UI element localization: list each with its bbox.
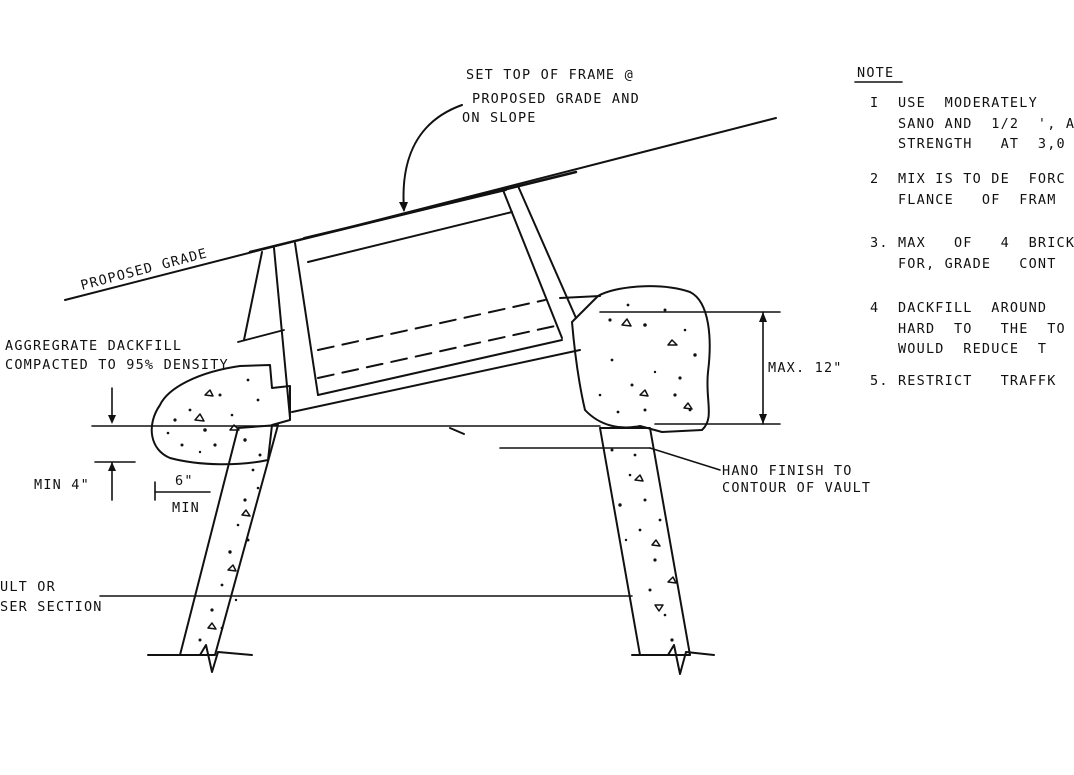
svg-text:ON SLOPE: ON SLOPE bbox=[462, 110, 537, 126]
note-line: 2 MIX IS TO DE FORC bbox=[870, 171, 1066, 187]
min6-dimension bbox=[154, 481, 211, 501]
set-top-leader bbox=[402, 104, 463, 211]
note-line: I USE MODERATELY bbox=[870, 95, 1038, 111]
proposed-grade-label: PROPOSED GRADE bbox=[79, 245, 209, 293]
svg-text:MIN: MIN bbox=[172, 500, 200, 516]
hand-finish-tick bbox=[449, 427, 465, 435]
svg-text:SET TOP OF FRAME @: SET TOP OF FRAME @ bbox=[466, 67, 634, 83]
concrete-stipple bbox=[166, 303, 697, 642]
hand-finish-label: HANO FINISH TO CONTOUR OF VAULT bbox=[722, 463, 871, 496]
note-line: HARD TO THE TO bbox=[870, 321, 1066, 337]
min4-label: MIN 4" bbox=[34, 477, 90, 493]
set-top-leader-arrow bbox=[399, 202, 408, 212]
right-concrete-collar bbox=[571, 285, 711, 433]
notes-block: NOTE I USE MODERATELY SANO AND 1/2 ', A … bbox=[854, 65, 1074, 389]
svg-text:CONTOUR OF VAULT: CONTOUR OF VAULT bbox=[722, 480, 871, 496]
svg-text:COMPACTED TO 95% DENSITY: COMPACTED TO 95% DENSITY bbox=[5, 357, 229, 373]
hand-finish-leader-2 bbox=[649, 447, 721, 471]
svg-text:6": 6" bbox=[175, 473, 194, 489]
left-concrete-collar bbox=[150, 364, 291, 466]
right-riser-wall bbox=[599, 427, 691, 656]
note-line: 4 DACKFILL AROUND bbox=[870, 300, 1047, 316]
svg-text:ULT OR: ULT OR bbox=[0, 579, 56, 595]
note-line: STRENGTH AT 3,0 bbox=[870, 136, 1066, 152]
note-title: NOTE bbox=[857, 65, 894, 81]
note-line: FLANCE OF FRAM bbox=[870, 192, 1057, 208]
left-riser-wall bbox=[179, 424, 279, 656]
min4-dimension bbox=[108, 387, 116, 501]
svg-text:AGGREGRATE DACKFILL: AGGREGRATE DACKFILL bbox=[5, 338, 182, 354]
svg-text:HANO FINISH TO: HANO FINISH TO bbox=[722, 463, 853, 479]
svg-text:SER SECTION: SER SECTION bbox=[0, 599, 103, 615]
note-line: 3. MAX OF 4 BRICK bbox=[870, 235, 1074, 251]
aggregate-leader bbox=[237, 329, 285, 343]
svg-text:PROPOSED GRADE AND: PROPOSED GRADE AND bbox=[472, 91, 640, 107]
note-line: FOR, GRADE CONT bbox=[870, 256, 1057, 272]
aggregate-marks bbox=[194, 318, 693, 630]
note-line: WOULD REDUCE T bbox=[870, 341, 1047, 357]
set-top-label: SET TOP OF FRAME @ PROPOSED GRADE AND ON… bbox=[462, 67, 640, 126]
break-marks bbox=[147, 644, 715, 675]
max12-label: MAX. 12" bbox=[768, 360, 843, 376]
note-line: 5. RESTRICT TRAFFK bbox=[870, 373, 1057, 389]
frame bbox=[243, 185, 601, 419]
max12-dimension bbox=[759, 311, 767, 425]
vault-section-label: ULT OR SER SECTION bbox=[0, 579, 103, 615]
note-line: SANO AND 1/2 ', A bbox=[870, 116, 1074, 132]
min6-label: 6" MIN bbox=[172, 473, 200, 516]
aggregate-backfill-label: AGGREGRATE DACKFILL COMPACTED TO 95% DEN… bbox=[5, 338, 229, 373]
